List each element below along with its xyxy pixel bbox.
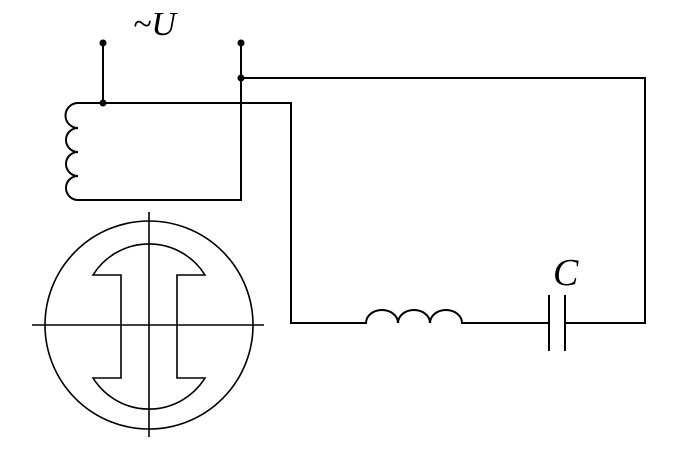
junction-top-right — [237, 74, 245, 82]
junction-left — [99, 99, 107, 107]
supply-terminal-left — [99, 39, 107, 47]
rotor-outline — [91, 243, 207, 410]
supply-label: ~U — [133, 6, 178, 43]
wire-series-branch — [102, 102, 367, 324]
stator-outline — [44, 220, 254, 430]
capacitor-label: C — [553, 252, 579, 294]
supply-terminal-right — [237, 39, 245, 47]
series-inductor — [364, 309, 464, 325]
motor-cross-section — [32, 212, 264, 437]
wire-top-return — [240, 77, 646, 324]
stator-winding-coil — [64, 102, 242, 201]
